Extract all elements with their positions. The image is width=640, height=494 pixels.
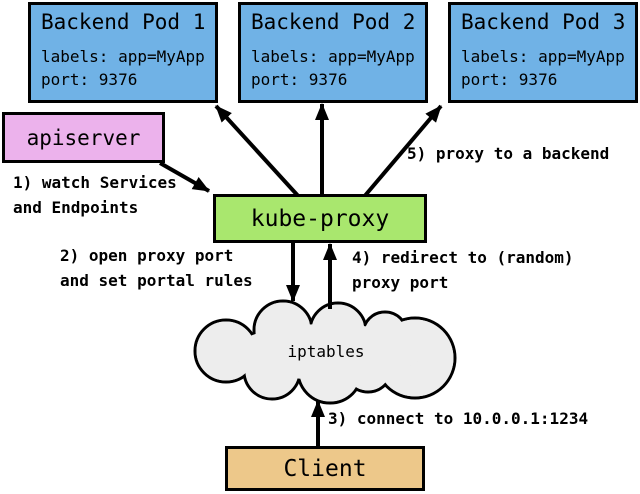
- arrow-kube-proxy-to-pod3: [361, 104, 443, 200]
- apiserver-box: apiserver: [2, 112, 165, 163]
- annotation-step4: 4) redirect to (random) proxy port: [352, 248, 574, 292]
- backend-pod-1-title: Backend Pod 1: [41, 10, 206, 34]
- backend-pod-2-title: Backend Pod 2: [251, 10, 416, 34]
- backend-pod-1-box: Backend Pod 1 labels: app=MyApp port: 93…: [28, 2, 218, 103]
- backend-pod-1-port: port: 9376: [41, 70, 138, 89]
- annotation-step1: 1) watch Services and Endpoints: [13, 173, 177, 217]
- annotation-step3: 3) connect to 10.0.0.1:1234: [328, 409, 589, 428]
- client-label: Client: [283, 455, 367, 482]
- arrow-kube-proxy-to-pod1: [214, 104, 302, 200]
- backend-pod-3-port: port: 9376: [461, 70, 558, 89]
- backend-pod-2-port: port: 9376: [251, 70, 348, 89]
- backend-pod-2-box: Backend Pod 2 labels: app=MyApp port: 93…: [238, 2, 428, 103]
- annotation-step5: 5) proxy to a backend: [407, 144, 610, 163]
- backend-pod-2-labels: labels: app=MyApp: [251, 47, 415, 66]
- client-box: Client: [225, 446, 425, 491]
- backend-pod-3-labels: labels: app=MyApp: [461, 47, 625, 66]
- backend-pod-1-labels: labels: app=MyApp: [41, 47, 205, 66]
- kube-proxy-label: kube-proxy: [250, 205, 390, 232]
- kube-proxy-box: kube-proxy: [213, 194, 427, 243]
- arrow-apiserver-to-kube-proxy: [159, 161, 210, 193]
- arrows: [159, 103, 443, 450]
- backend-pod-3-title: Backend Pod 3: [461, 10, 626, 34]
- annotation-step2: 2) open proxy port and set portal rules: [60, 246, 253, 290]
- apiserver-label: apiserver: [26, 125, 141, 150]
- backend-pod-3-box: Backend Pod 3 labels: app=MyApp port: 93…: [448, 2, 638, 103]
- iptables-label: iptables: [287, 342, 365, 361]
- iptables-cloud: [193, 299, 457, 405]
